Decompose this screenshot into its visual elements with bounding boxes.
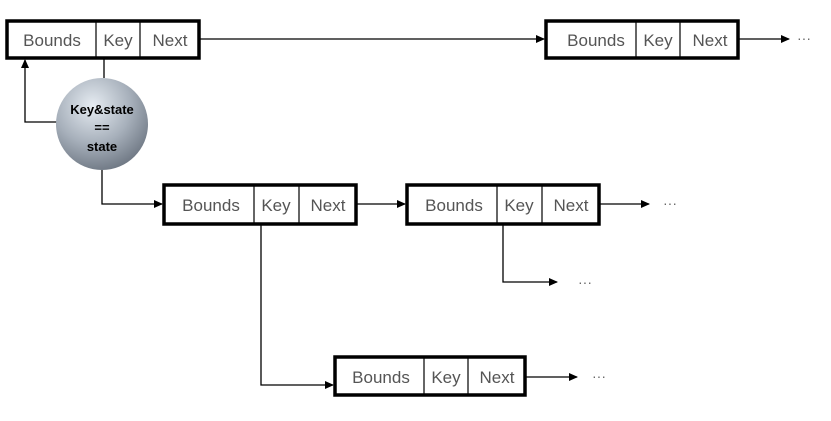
- list-node: Bounds Key Next: [544, 19, 740, 60]
- bounds-field: Bounds: [352, 368, 410, 387]
- list-node: Bounds Key Next: [405, 183, 601, 226]
- key-field: Key: [643, 31, 673, 50]
- next-field: Next: [311, 196, 346, 215]
- node-box: [333, 355, 527, 397]
- next-field: Next: [480, 368, 515, 387]
- condition-node: Key&state == state: [56, 78, 148, 170]
- condition-line-2: ==: [94, 120, 110, 135]
- key-field: Key: [261, 196, 291, 215]
- next-field: Next: [554, 196, 589, 215]
- list-node: Bounds Key Next: [333, 355, 527, 397]
- list-node: Bounds Key Next: [5, 19, 201, 60]
- condition-sphere: [56, 78, 148, 170]
- arrow-node4-key: [502, 224, 558, 286]
- ellipsis: ···: [797, 30, 811, 46]
- arrow-condition-to-node1: [21, 59, 58, 123]
- arrow-condition-to-node3: [101, 170, 163, 208]
- node-box: [5, 19, 201, 60]
- condition-line-3: state: [87, 139, 117, 154]
- node-box: [162, 183, 358, 226]
- key-field: Key: [431, 368, 461, 387]
- node-box: [544, 19, 740, 60]
- arrow-node3-key-to-node5: [260, 224, 334, 389]
- bounds-field: Bounds: [425, 196, 483, 215]
- ellipsis: ···: [578, 274, 592, 290]
- ellipsis: ···: [592, 368, 606, 384]
- bounds-field: Bounds: [182, 196, 240, 215]
- bounds-field: Bounds: [567, 31, 625, 50]
- node-box: [405, 183, 601, 226]
- key-field: Key: [103, 31, 133, 50]
- bounds-field: Bounds: [23, 31, 81, 50]
- connectors: [21, 35, 790, 389]
- list-node: Bounds Key Next: [162, 183, 358, 226]
- ellipsis: ···: [663, 195, 677, 211]
- key-field: Key: [504, 196, 534, 215]
- next-field: Next: [693, 31, 728, 50]
- condition-line-1: Key&state: [70, 102, 134, 117]
- next-field: Next: [153, 31, 188, 50]
